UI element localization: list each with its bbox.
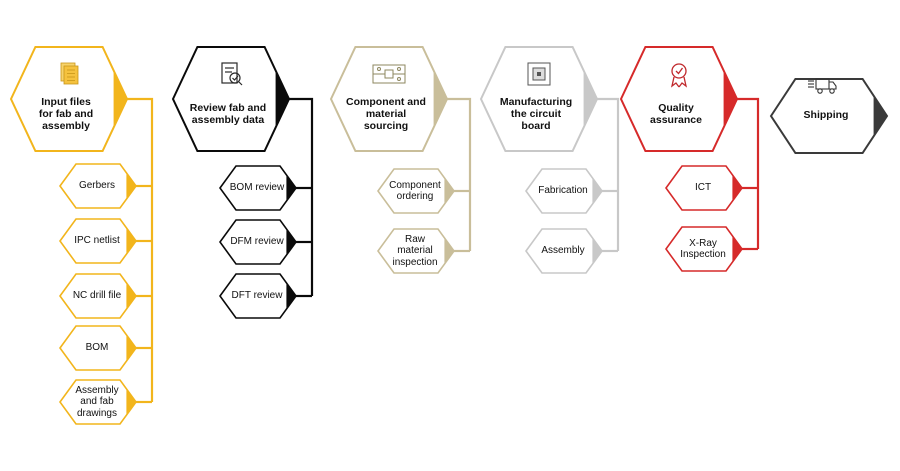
sub-step-tip — [126, 282, 136, 310]
document-review-icon — [221, 62, 243, 86]
stage-label: Input files for fab and assembly — [38, 96, 94, 132]
sub-step-label: Assembly and fab drawings — [75, 385, 119, 419]
award-ribbon-icon — [670, 63, 688, 88]
sub-step-label: Component ordering — [389, 179, 441, 202]
sub-step-tip — [732, 174, 742, 202]
stage-label: Manufacturing the circuit board — [499, 96, 573, 132]
sub-step-tip — [286, 282, 296, 310]
stage-connector — [597, 97, 620, 251]
stage-tip — [113, 70, 127, 128]
sub-step-label: X-Ray Inspection — [680, 237, 726, 260]
stage-label: Review fab and assembly data — [189, 102, 267, 126]
sub-step-tip — [286, 174, 296, 202]
sub-step-label: Raw material inspection — [392, 234, 438, 268]
sub-step-tip — [126, 172, 136, 200]
stage-tip — [873, 95, 887, 137]
stage-tip — [723, 70, 737, 128]
sub-step-label: DFT review — [231, 290, 283, 302]
sub-step-tip — [592, 177, 602, 205]
stage-connector — [447, 97, 472, 251]
sub-step-tip — [126, 334, 136, 362]
sub-step-tip — [286, 228, 296, 256]
stage-tip — [275, 70, 289, 128]
sub-step-label: Assembly — [541, 245, 585, 257]
sub-step-tip — [444, 177, 454, 205]
stage-label: Shipping — [803, 109, 849, 122]
chip-icon — [527, 62, 551, 86]
sub-step-tip — [592, 237, 602, 265]
stage-label: Quality assurance — [650, 102, 702, 126]
sub-step-tip — [126, 227, 136, 255]
circuit-board-icon — [372, 64, 406, 84]
stage-1 — [9, 46, 154, 425]
sub-step-label: IPC netlist — [74, 235, 120, 247]
stage-tip — [583, 70, 597, 128]
stage-connector — [289, 97, 314, 296]
sub-step-label: Gerbers — [78, 180, 116, 192]
delivery-truck-icon — [808, 78, 837, 94]
stage-5 — [619, 46, 760, 272]
document-stack-icon — [60, 62, 79, 85]
sub-step-label: Fabrication — [538, 185, 588, 197]
stage-3 — [329, 46, 472, 274]
stage-connector — [737, 97, 760, 249]
sub-step-label: DFM review — [230, 236, 284, 248]
sub-step-label: ICT — [694, 182, 712, 194]
stage-6 — [769, 78, 889, 154]
sub-step-label: NC drill file — [72, 290, 122, 302]
sub-step-tip — [126, 388, 136, 416]
stage-2 — [171, 46, 314, 319]
sub-step-tip — [732, 235, 742, 263]
stage-connector — [127, 97, 154, 402]
sub-step-label: BOM — [85, 342, 109, 354]
stage-4 — [479, 46, 620, 274]
stage-label: Component and material sourcing — [346, 96, 426, 132]
sub-step-tip — [444, 237, 454, 265]
stage-tip — [433, 70, 447, 128]
sub-step-label: BOM review — [229, 182, 285, 194]
